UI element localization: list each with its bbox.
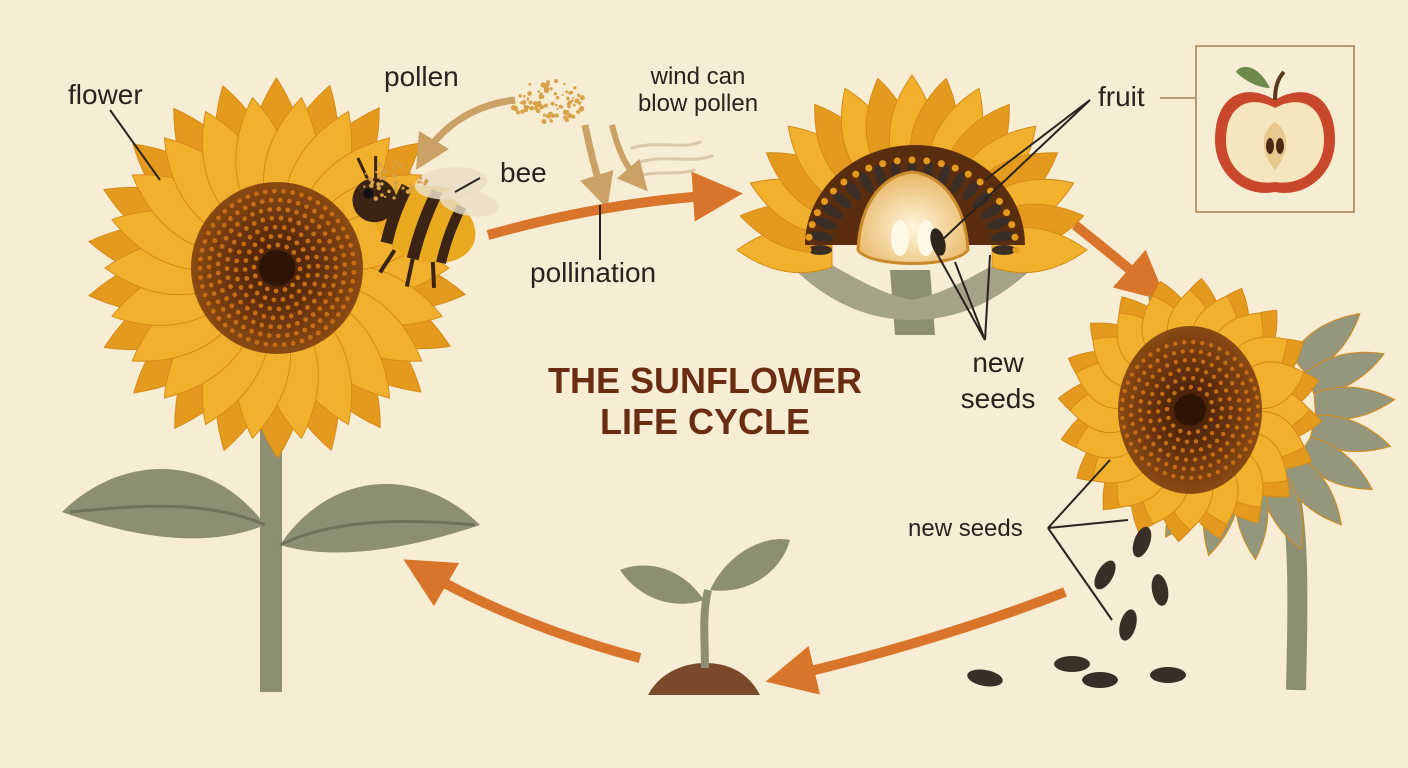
cycle-arrow-pollination <box>486 171 743 240</box>
wind-icon <box>630 140 714 178</box>
leaf-right <box>280 483 480 553</box>
seed-icon <box>1054 656 1090 672</box>
cycle-arrow-to-flower <box>403 559 642 663</box>
drooping-sunflower-icon <box>1057 277 1396 691</box>
cycle-arrow-to-mature <box>1071 221 1167 302</box>
cycle-arrow-to-seedling <box>765 587 1067 695</box>
label-flower: flower <box>68 79 143 110</box>
sunflower-icon <box>87 77 467 459</box>
diagram-title-line2: LIFE CYCLE <box>600 401 810 442</box>
fruit-inset <box>1160 45 1355 213</box>
label-new-seeds-a-line2: seeds <box>961 383 1036 414</box>
label-pollen: pollen <box>384 61 459 92</box>
seedling-icon <box>620 538 790 695</box>
pollen-arrow <box>415 96 516 171</box>
label-new-seeds-a-line1: new <box>972 347 1024 378</box>
seed-icon <box>1151 574 1169 606</box>
pollen-icon <box>363 79 585 201</box>
label-new-seeds-b: new seeds <box>908 515 1023 542</box>
pollen-arrow-down-2 <box>609 124 648 192</box>
leader-lines <box>109 99 1129 621</box>
seed-icon <box>1094 560 1116 590</box>
seed-icon <box>930 228 946 256</box>
seed-icon <box>1132 526 1152 558</box>
flower-cross-section-icon <box>736 74 1088 335</box>
label-wind-line2: blow pollen <box>638 90 758 117</box>
label-bee: bee <box>500 157 547 188</box>
seed-icon <box>1082 672 1118 688</box>
seed-icon <box>967 669 1003 687</box>
sunflower-plant <box>62 77 480 692</box>
pollen-arrow-down-1 <box>580 124 614 209</box>
apple-icon <box>1215 66 1335 193</box>
label-wind-line1: wind can <box>650 63 746 90</box>
seed-icon <box>1119 609 1137 641</box>
label-pollination: pollination <box>530 257 656 288</box>
stem <box>260 400 282 692</box>
seed-group <box>967 526 1186 688</box>
leaf-left <box>62 468 265 539</box>
seed-icon <box>1150 667 1186 683</box>
diagram-title-line1: THE SUNFLOWER <box>548 360 862 401</box>
label-fruit: fruit <box>1098 81 1145 112</box>
